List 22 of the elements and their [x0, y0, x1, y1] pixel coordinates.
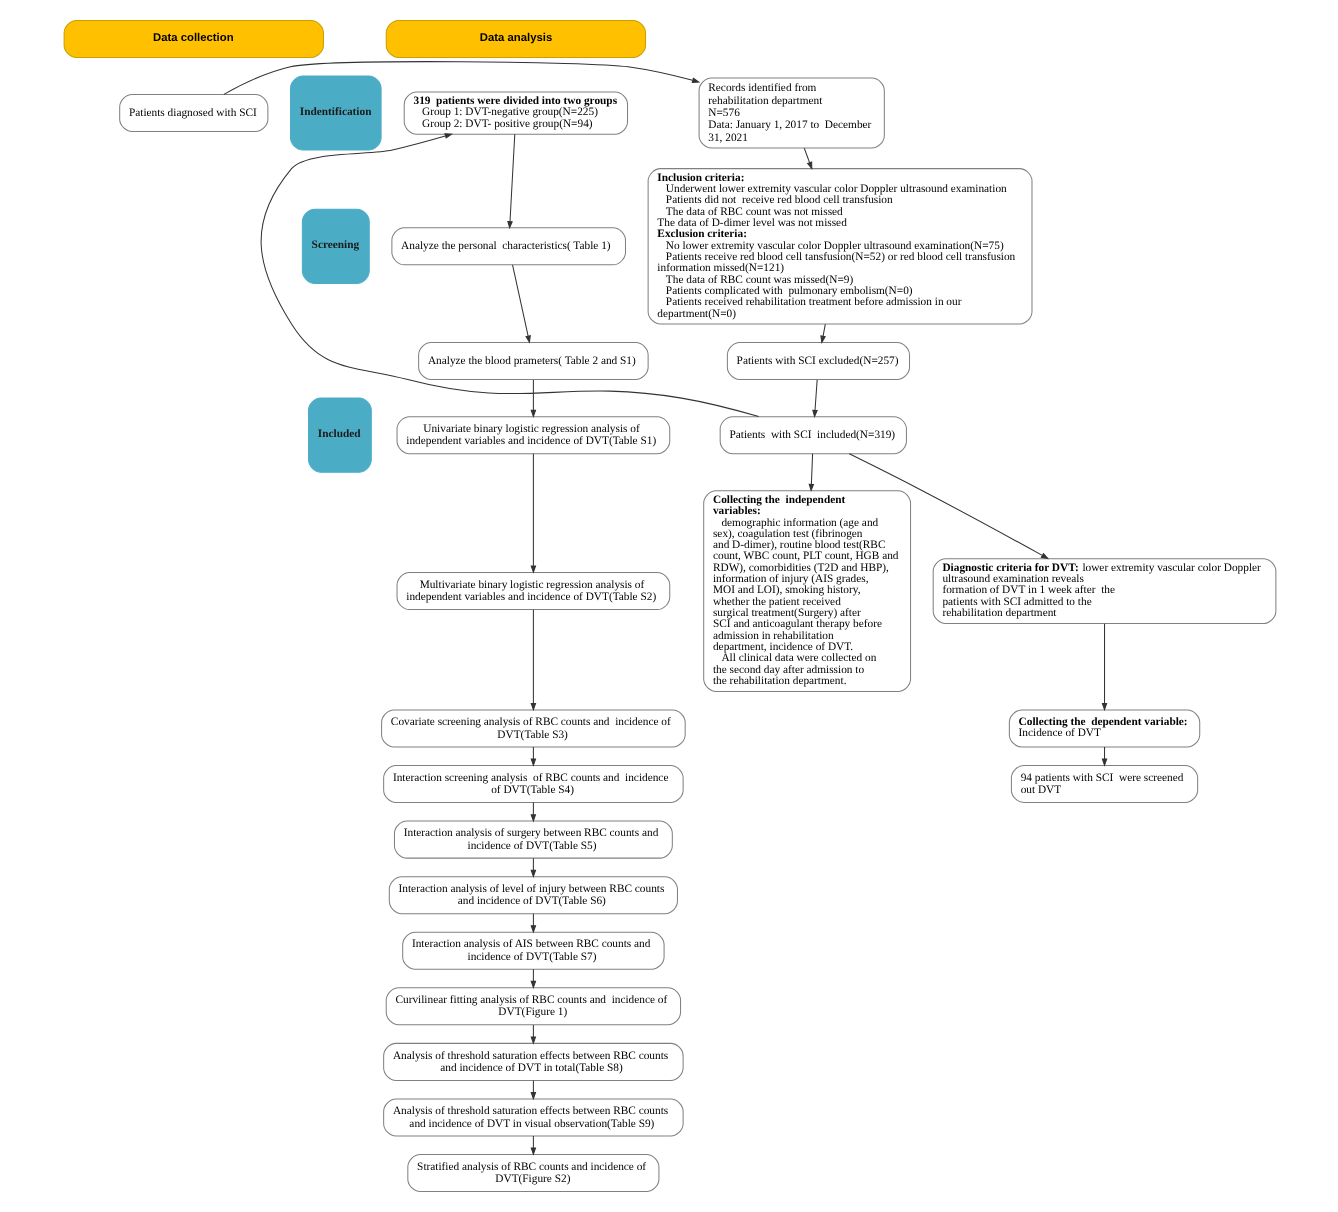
- arrow: [529, 1135, 536, 1156]
- arrow: [259, 133, 759, 418]
- arrow: [529, 802, 536, 823]
- arrow: [529, 453, 536, 574]
- arrow: [529, 746, 536, 767]
- arrow: [529, 857, 536, 878]
- arrow: [802, 147, 812, 171]
- arrow: [807, 453, 814, 492]
- arrow: [847, 453, 1049, 560]
- arrow: [506, 133, 515, 230]
- arrow: [819, 323, 825, 344]
- arrow: [529, 379, 536, 419]
- arrow: [1100, 623, 1107, 712]
- arrow: [529, 609, 536, 712]
- arrow: [529, 1024, 536, 1045]
- arrow: [1100, 746, 1107, 767]
- arrow: [529, 968, 536, 990]
- arrow: [222, 61, 700, 95]
- arrow: [511, 264, 530, 344]
- arrow: [529, 913, 536, 934]
- arrow: [811, 379, 817, 419]
- arrow: [529, 1079, 536, 1101]
